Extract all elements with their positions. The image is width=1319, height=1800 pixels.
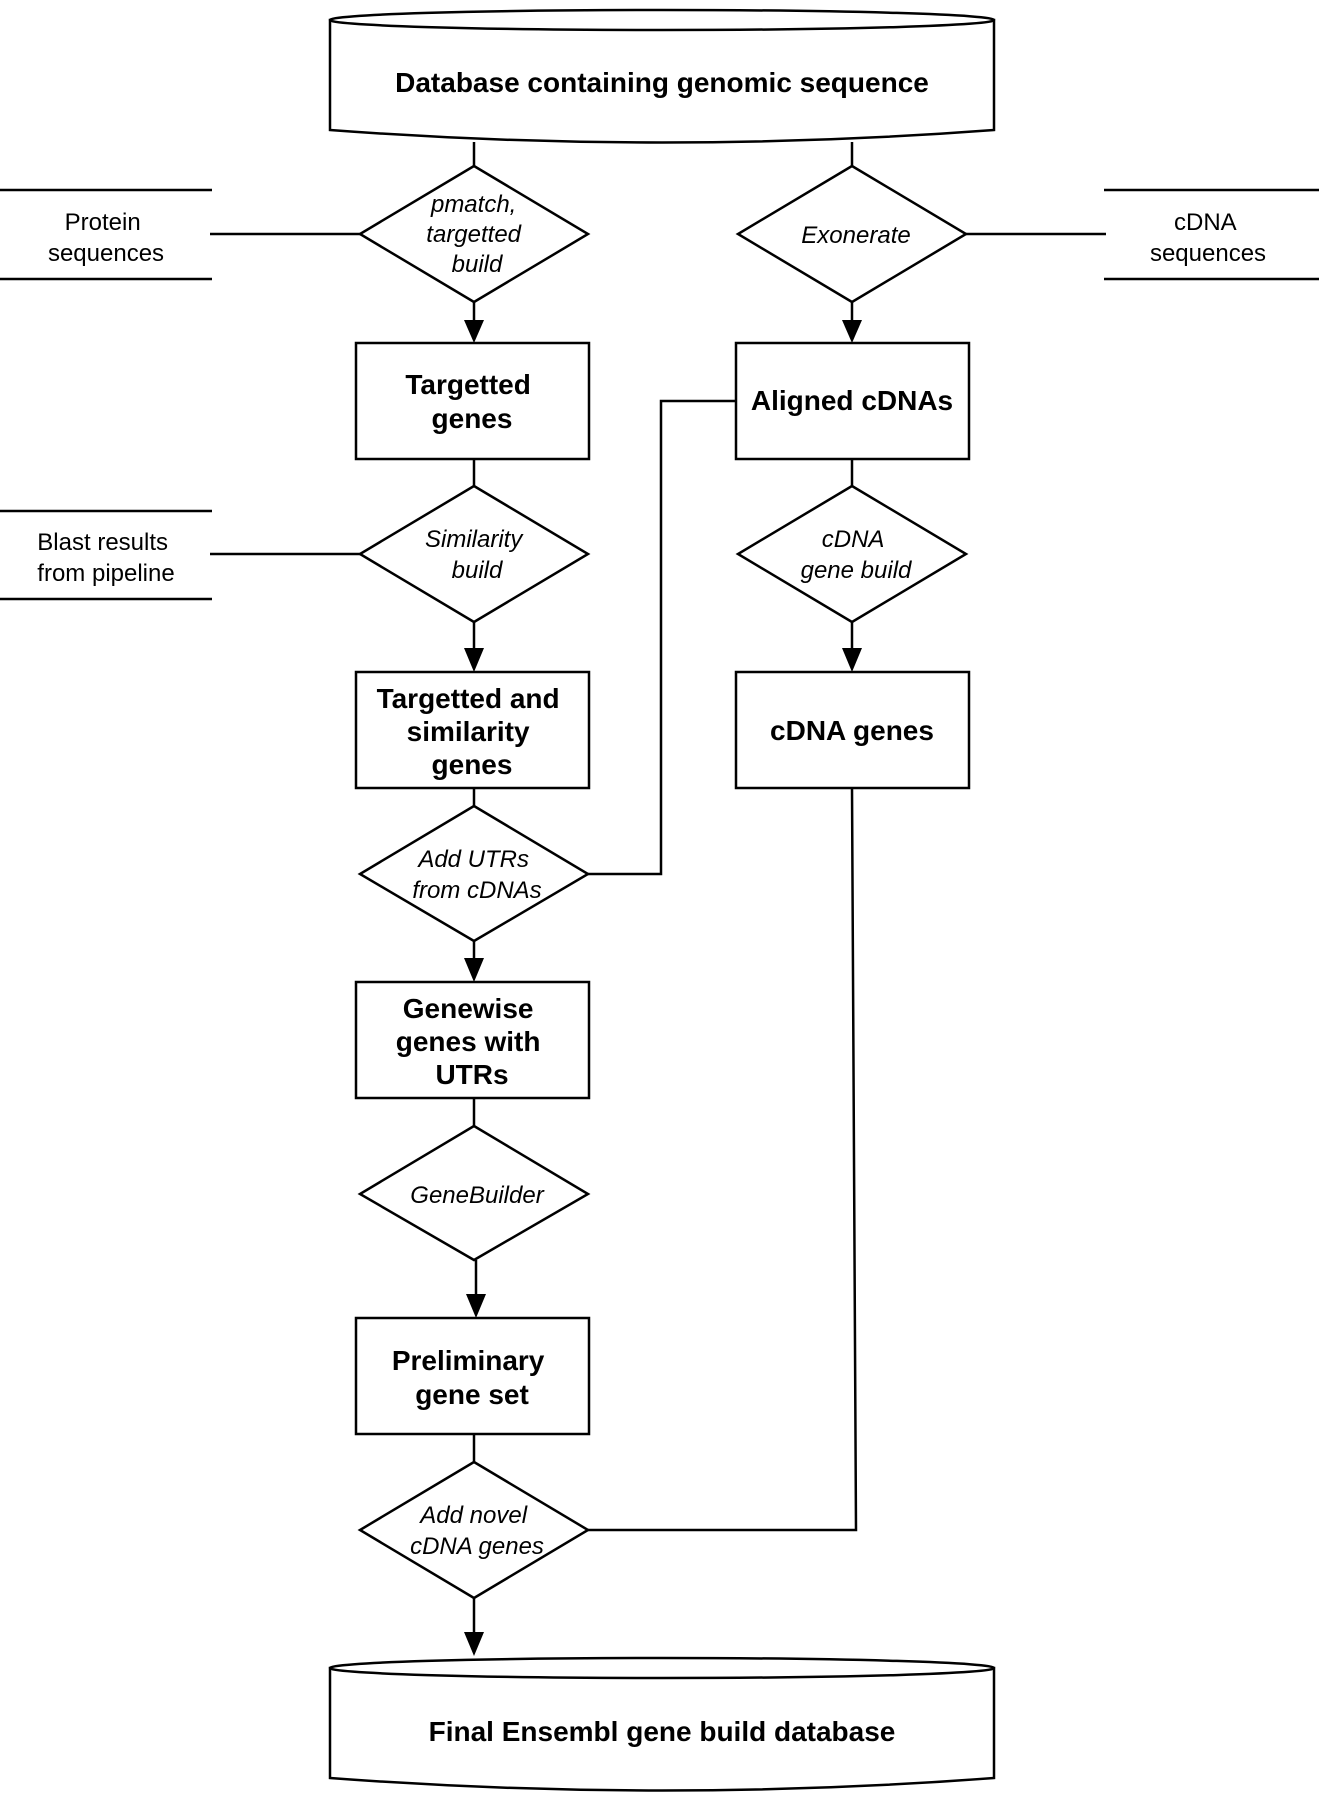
similarity-step: Similarity build — [357, 484, 591, 624]
arrow-exonerate-to-aligned — [842, 320, 862, 343]
arrow-pmatch-to-targetted — [464, 320, 484, 343]
arrow-similarity-to-targsim — [464, 648, 484, 672]
preliminary-gene-set-box: Preliminary gene set — [354, 1316, 591, 1436]
arrow-addnovel-to-final — [464, 1632, 484, 1656]
cdna-genes-box: cDNA genes — [734, 670, 971, 790]
connector-cdnagenes-to-addnovel — [588, 787, 858, 1532]
exonerate-step-label: Exonerate — [801, 222, 910, 249]
genewise-genes-box: Genewise genes with UTRs — [354, 980, 591, 1100]
cdna-sequences-label: cDNA sequences — [1150, 209, 1266, 267]
exonerate-step: Exonerate — [735, 164, 969, 304]
targetted-similarity-genes-label: Targetted and similarity genes — [377, 683, 568, 780]
connector-aligned-to-addutrs — [588, 399, 736, 876]
add-utrs-step-label: Add UTRs from cDNAs — [412, 846, 541, 904]
genebuilder-step-label: GeneBuilder — [410, 1182, 544, 1209]
add-novel-step: Add novel cDNA genes — [357, 1460, 591, 1600]
add-novel-step-label: Add novel cDNA genes — [410, 1502, 544, 1560]
pmatch-step: pmatch, targetted build — [357, 164, 591, 304]
pmatch-step-label: pmatch, targetted build — [426, 191, 527, 278]
final-database-label: Final Ensembl gene build database — [429, 1716, 896, 1747]
final-database: Final Ensembl gene build database — [328, 1656, 996, 1792]
arrow-addutrs-to-genewise — [464, 958, 484, 982]
add-utrs-step: Add UTRs from cDNAs — [357, 804, 591, 943]
aligned-cdnas-label: Aligned cDNAs — [751, 385, 953, 416]
cdna-gene-build-step-label: cDNA gene build — [801, 526, 912, 584]
genomic-database-label: Database containing genomic sequence — [395, 67, 929, 98]
targetted-genes-box: Targetted genes — [354, 341, 591, 461]
blast-results-label: Blast results from pipeline — [37, 529, 174, 587]
protein-sequences-label: Protein sequences — [48, 209, 164, 267]
genewise-genes-label: Genewise genes with UTRs — [396, 993, 548, 1090]
arrow-genebuilder-to-preliminary — [466, 1294, 486, 1318]
targetted-similarity-genes-box: Targetted and similarity genes — [354, 670, 591, 790]
aligned-cdnas-box: Aligned cDNAs — [734, 341, 971, 461]
preliminary-gene-set-label: Preliminary gene set — [392, 1345, 552, 1410]
genomic-database: Database containing genomic sequence — [328, 8, 996, 144]
genebuilder-step: GeneBuilder — [357, 1124, 591, 1262]
cdna-genes-label: cDNA genes — [770, 715, 934, 746]
targetted-genes-label: Targetted genes — [405, 369, 538, 434]
arrow-cdnabuild-to-cdnagenes — [842, 648, 862, 672]
connectors — [0, 142, 1319, 1656]
similarity-step-label: Similarity build — [425, 526, 529, 584]
cdna-gene-build-step: cDNA gene build — [735, 484, 969, 624]
